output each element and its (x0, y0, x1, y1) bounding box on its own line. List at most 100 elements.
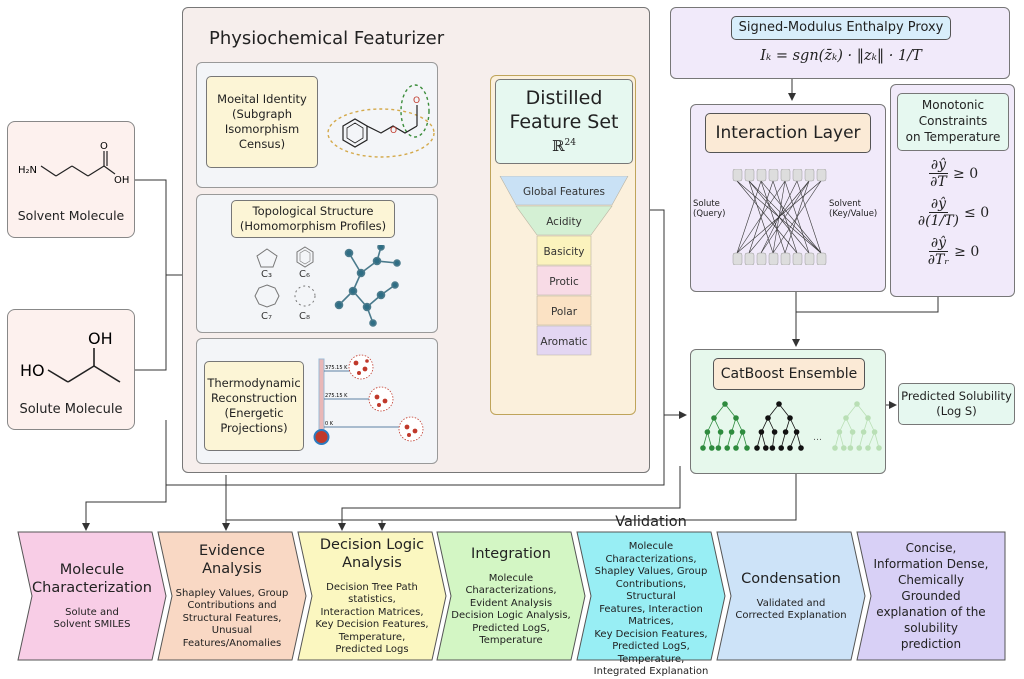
funnel-layer (536, 265, 592, 296)
tree-node (856, 445, 862, 451)
key-token (768, 252, 779, 265)
solvent-carbonyl-label: O (100, 141, 108, 152)
tree-node (700, 445, 706, 451)
pipeline-stage: Concise, Information Dense, Chemically G… (871, 532, 991, 660)
stage-body: Solute and Solvent SMILES (53, 606, 131, 631)
constraint-row: ∂ŷ∂T≥ 0 (891, 157, 1016, 190)
featurizer-title: Physiochemical Featurizer (209, 28, 445, 49)
funnel-layer-label: Polar (551, 306, 578, 318)
ester-o-label: O (390, 126, 397, 136)
ester-moiety-drawing: O O (327, 84, 435, 158)
funnel-layer (536, 295, 592, 326)
monotonic-panel: Monotonic Constraints on Temperature ∂ŷ∂… (890, 84, 1015, 297)
query-token (792, 169, 803, 182)
graph-network-icon (334, 245, 401, 327)
tree-node (871, 429, 878, 435)
tree-node (704, 429, 711, 435)
tree-node (876, 445, 882, 451)
funnel-layer-label: Basicity (543, 246, 584, 258)
solvent-hydroxyl-label: OH (114, 175, 129, 186)
topology-box: Topological Structure (Homomorphism Prof… (231, 200, 395, 238)
enthalpy-title: Signed-Modulus Enthalpy Proxy (731, 16, 951, 40)
query-token (816, 169, 827, 182)
temp-label-high: 375.15 K (325, 365, 348, 371)
constraint-relation: ≥ 0 (954, 243, 980, 260)
tree-node (776, 401, 782, 407)
key-token (732, 252, 743, 265)
stage-title: Decision Logic Analysis (319, 536, 425, 571)
tree-node (782, 429, 789, 435)
attention-edge (736, 180, 762, 254)
catboost-title: CatBoost Ensemble (713, 358, 865, 390)
key-token (756, 252, 767, 265)
tree-edge (735, 431, 743, 449)
constraint-row: ∂ŷ∂(1/T)≤ 0 (891, 196, 1016, 229)
key-token (816, 252, 827, 265)
tree-edge (789, 431, 797, 449)
attention-edge (736, 180, 786, 254)
query-token (732, 169, 743, 182)
funnel-layer (536, 235, 592, 266)
stage-chevron (436, 531, 586, 661)
moiety-identity-box: Moeital Identity (Subgraph Isomorphism C… (206, 76, 318, 168)
key-token (804, 252, 815, 265)
tree-node (769, 445, 776, 451)
moiety-identity-label: Moeital Identity (Subgraph Isomorphism C… (217, 92, 307, 151)
tree-node (832, 445, 838, 451)
stage-title: Molecule Characterization (32, 561, 152, 596)
thermometer-drawing: 375.15 K 275.15 K 0 K (313, 354, 424, 445)
solvent-key-label: Solvent (Key/Value) (829, 199, 878, 219)
tree-node (733, 415, 739, 421)
tree-node (722, 401, 728, 407)
stage-body: Decision Tree Path statistics, Interacti… (315, 581, 429, 656)
tree-edge (867, 431, 875, 449)
topology-panel: Topological Structure (Homomorphism Prof… (196, 194, 438, 333)
tree-node (744, 445, 750, 451)
attention-edge (772, 180, 822, 254)
topology-label: Topological Structure (Homomorphism Prof… (239, 204, 387, 233)
tree-node (847, 445, 854, 451)
solute-structure-drawing: OH HO (20, 329, 121, 383)
funnel-layer (536, 325, 592, 356)
constraint-relation: ≥ 0 (953, 165, 979, 182)
query-token (744, 169, 755, 182)
tree-node (715, 445, 722, 451)
tree-node (787, 415, 793, 421)
carbonyl-o-label: O (413, 96, 420, 106)
tree-edge (856, 403, 869, 419)
stage-chevron (297, 531, 447, 661)
tree-node (739, 429, 746, 435)
attention-edge (760, 180, 822, 254)
constraint-denominator: ∂T (930, 174, 947, 190)
key-token (780, 252, 791, 265)
tree-edge (845, 403, 858, 419)
tree-node (865, 415, 871, 421)
cycle-c6: C₆ (299, 269, 310, 280)
attention-edge (760, 180, 810, 254)
funnel-layer (515, 205, 613, 236)
feature-space-label: ℝ24 (552, 137, 576, 155)
constraint-denominator: ∂Tᵣ (927, 252, 950, 268)
key-token (744, 252, 755, 265)
solute-molecule-box: OH HO Solute Molecule (7, 309, 135, 430)
tree-node (860, 429, 867, 435)
query-token (768, 169, 779, 182)
solute-oh-top: OH (88, 329, 113, 348)
funnel-layer (499, 176, 629, 206)
stage-title: Condensation (741, 570, 841, 587)
thermo-box: Thermodynamic Reconstruction (Energetic … (204, 361, 304, 451)
decision-trees-drawing: … (700, 401, 882, 451)
moiety-panel: Moeital Identity (Subgraph Isomorphism C… (196, 62, 438, 188)
attention-diagram (732, 169, 827, 265)
cycle-c8: C₈ (299, 311, 310, 322)
solvent-structure-drawing: H₂N O OH (18, 141, 129, 186)
funnel-layer-label: Acidity (546, 216, 582, 228)
attention-edge (772, 180, 786, 254)
tree-node (787, 445, 793, 451)
stage-title: Integration (471, 545, 551, 562)
